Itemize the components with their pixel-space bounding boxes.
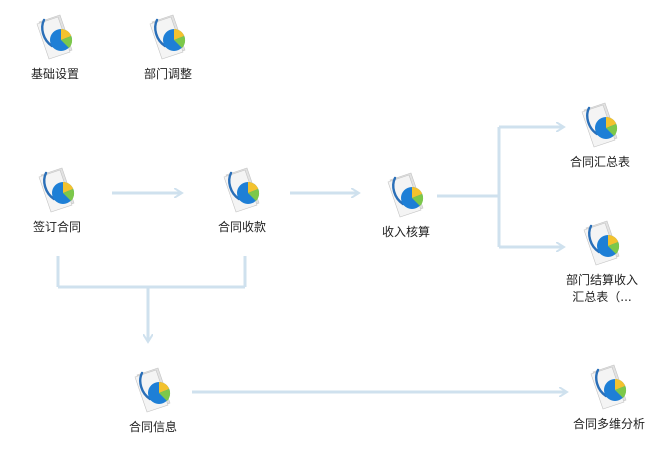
report-document-icon — [387, 172, 424, 218]
node-contract-summary[interactable]: 合同汇总表 — [560, 100, 640, 171]
node-basic-settings[interactable]: 基础设置 — [20, 12, 90, 83]
report-document-icon — [223, 167, 260, 213]
report-document-icon — [149, 14, 186, 60]
report-document-icon — [134, 367, 171, 413]
node-label: 收入核算 — [381, 225, 430, 239]
report-document-icon — [581, 102, 618, 148]
report-document-icon — [38, 167, 75, 213]
node-label: 合同信息 — [128, 420, 177, 434]
node-label: 合同收款 — [217, 220, 266, 234]
report-document-icon — [583, 220, 620, 266]
node-label-line1: 部门结算收入 — [565, 273, 638, 287]
node-label-line2: 汇总表（... — [572, 290, 632, 304]
node-contract-multi-analysis[interactable]: 合同多维分析 — [564, 362, 654, 433]
node-contract-info[interactable]: 合同信息 — [115, 365, 191, 436]
report-document-icon — [36, 14, 73, 60]
node-label: 部门调整 — [143, 67, 192, 81]
node-sign-contract[interactable]: 签订合同 — [22, 165, 92, 236]
node-dept-adjust[interactable]: 部门调整 — [133, 12, 203, 83]
node-income-check[interactable]: 收入核算 — [368, 170, 444, 241]
node-label: 合同多维分析 — [572, 417, 645, 431]
node-contract-receipt[interactable]: 合同收款 — [204, 165, 280, 236]
node-label: 合同汇总表 — [569, 155, 630, 169]
node-label: 基础设置 — [30, 67, 79, 81]
node-dept-settlement-summary[interactable]: 部门结算收入 汇总表（... — [558, 218, 646, 306]
report-document-icon — [590, 364, 627, 410]
node-label: 签订合同 — [32, 220, 81, 234]
